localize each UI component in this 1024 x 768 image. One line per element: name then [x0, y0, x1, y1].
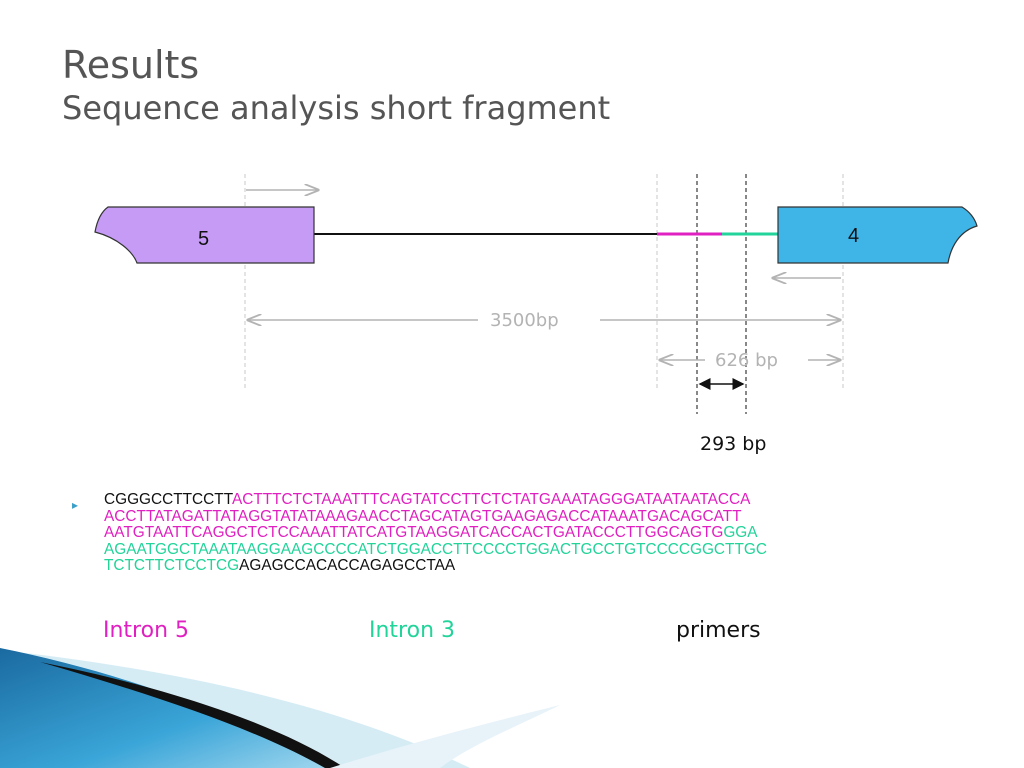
- sequence-segment-i5: AATGTAATTCAGGCTCTCCAAATTATCATGTAAGGATCAC…: [104, 524, 724, 541]
- legend-primers: primers: [676, 618, 761, 643]
- sequence-segment-i5: ACTTTCTCTAAATTTCAGTATCCTTCTCTATGAAATAGGG…: [231, 491, 751, 508]
- sequence-line: TCTCTTCTCCTCGAGAGCCACACCAGAGCCTAA: [104, 557, 964, 575]
- span-total-label: 3500bp: [490, 310, 559, 331]
- sequence-segment-i5: ACCTTATAGATTATAGGTATATAAAGAACCTAGCATAGTG…: [104, 507, 742, 525]
- exon-5-shape: [94, 206, 315, 264]
- legend-intron5: Intron 5: [103, 618, 190, 643]
- exon-5-label: 5: [198, 228, 209, 250]
- swoosh-blue: [0, 648, 330, 768]
- legend-intron3: Intron 3: [369, 618, 456, 643]
- sequence-block: CGGGCCTTCCTTACTTTCTCTAAATTTCAGTATCCTTCTC…: [104, 491, 964, 575]
- slide-title: Results: [62, 43, 200, 87]
- sequence-line: CGGGCCTTCCTTACTTTCTCTAAATTTCAGTATCCTTCTC…: [104, 491, 964, 509]
- slide-subtitle: Sequence analysis short fragment: [62, 88, 611, 127]
- sequence-segment-primer: CGGGCCTTCCTT: [104, 491, 232, 508]
- sequence-line: ACCTTATAGATTATAGGTATATAAAGAACCTAGCATAGTG…: [104, 507, 964, 526]
- swoosh-light: [0, 650, 470, 768]
- sequence-line: AATGTAATTCAGGCTCTCCAAATTATCATGTAAGGATCAC…: [104, 524, 964, 542]
- exon-4-shape: [777, 206, 978, 264]
- swoosh-black: [40, 662, 345, 768]
- sequence-line: AGAATGGCTAAATAAGGAAGCCCCATCTGGACCTTCCCCT…: [104, 540, 964, 559]
- gene-diagram: 5 4 3500bp 626 bp 293 bp: [94, 174, 978, 455]
- slide-title-block: Results Sequence analysis short fragment: [62, 43, 611, 127]
- sequence-segment-i3: GGA: [723, 524, 758, 541]
- span-middle-label: 626 bp: [715, 350, 778, 371]
- exon-4-label: 4: [848, 225, 859, 247]
- sequence-segment-i3: AGAATGGCTAAATAAGGAAGCCCCATCTGGACCTTCCCCT…: [104, 540, 767, 558]
- bullet-marker-icon: ▸: [72, 498, 79, 512]
- span-inner-label: 293 bp: [700, 433, 766, 455]
- sequence-segment-i3: TCTCTTCTCCTCG: [104, 557, 240, 574]
- sequence-segment-primer: AGAGCCACACCAGAGCCTAA: [239, 557, 456, 574]
- swoosh-pale: [330, 705, 560, 768]
